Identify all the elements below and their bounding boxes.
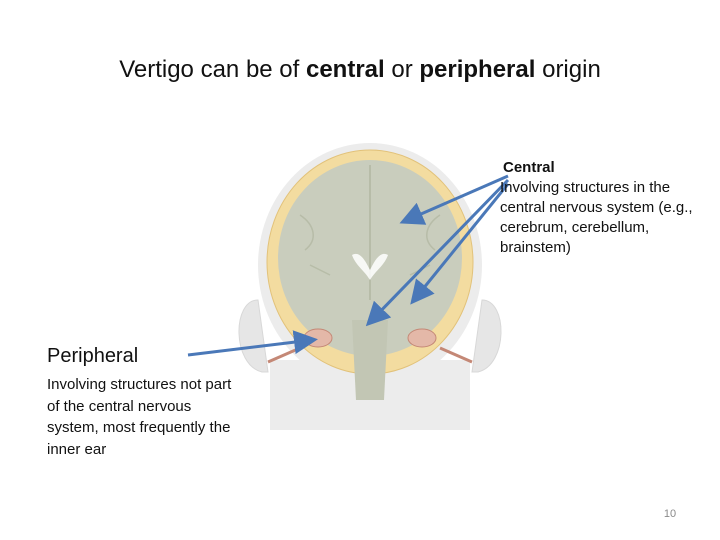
title-suffix: origin bbox=[535, 56, 601, 83]
arrow-to-brainstem bbox=[365, 178, 510, 327]
title-prefix: Vertigo can be of bbox=[119, 56, 306, 83]
pointer-arrows bbox=[187, 174, 510, 357]
arrow-to-cerebellum bbox=[410, 183, 510, 305]
peripheral-heading: Peripheral bbox=[47, 345, 139, 367]
central-heading: Central bbox=[503, 159, 555, 176]
peripheral-callout: Peripheral Involving structures not part… bbox=[47, 344, 237, 460]
title-peripheral-word: peripheral bbox=[419, 56, 536, 83]
page-number: 10 bbox=[663, 508, 677, 520]
title-joiner: or bbox=[384, 56, 420, 83]
peripheral-description: Involving structures not part of the cen… bbox=[47, 376, 232, 458]
arrow-to-cerebrum bbox=[399, 174, 509, 225]
arrow-to-inner-ear bbox=[187, 330, 318, 357]
slide-title: Vertigo can be of central or peripheral … bbox=[0, 56, 720, 84]
title-central-word: central bbox=[305, 56, 385, 83]
central-description: Involving structures in the central nerv… bbox=[500, 179, 693, 256]
central-callout: Central Involving structures in the cent… bbox=[500, 158, 715, 258]
